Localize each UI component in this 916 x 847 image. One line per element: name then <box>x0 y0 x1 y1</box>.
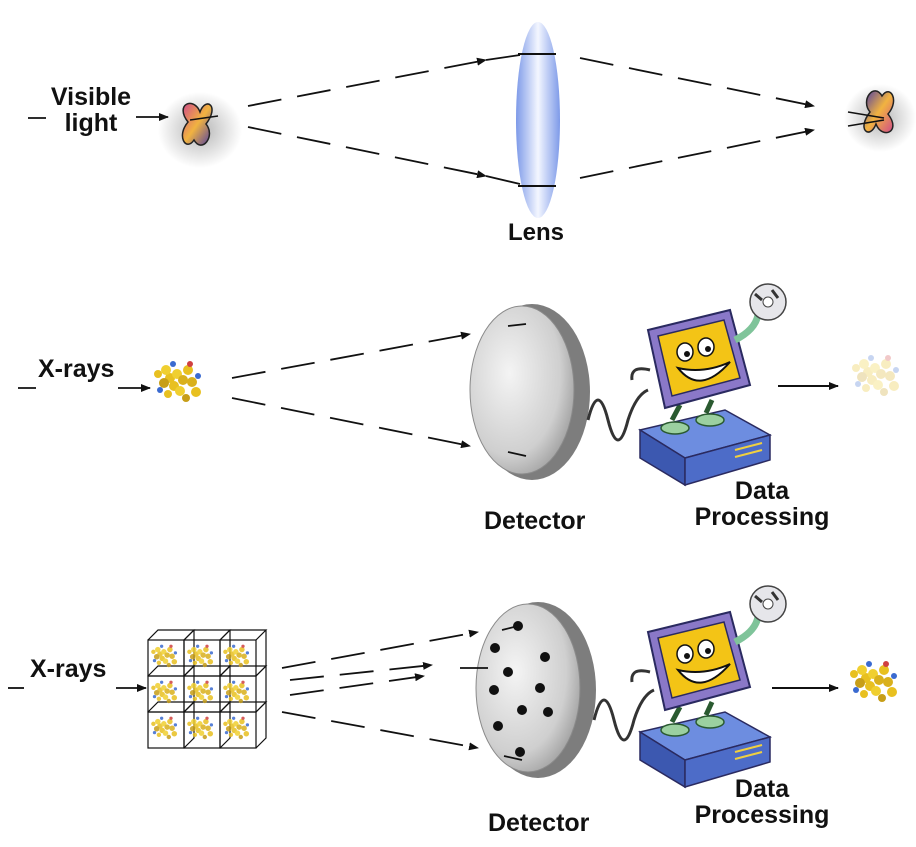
visible-light-label-line1: Visible <box>50 83 132 111</box>
visible-light-label-line2: light <box>64 109 118 138</box>
cartoon-computer-icon <box>632 586 786 787</box>
detector-icon <box>460 602 596 778</box>
diffraction-spots <box>489 621 553 757</box>
xray-crystal-row <box>8 586 897 787</box>
cartoon-computer-icon <box>632 284 786 485</box>
data-processing-label-row2: Data Processing <box>682 478 842 531</box>
protein-molecule-icon <box>154 361 201 402</box>
xray-single-row <box>18 284 899 485</box>
crystal-lattice-icon <box>147 629 267 749</box>
optical-row <box>28 22 916 218</box>
data-processing-line2: Processing <box>694 801 830 830</box>
detector-label-row2: Detector <box>484 507 586 535</box>
visible-light-label: Visible light <box>46 84 136 137</box>
lens-icon <box>516 22 560 218</box>
data-processing-label-row3: Data Processing <box>682 776 842 829</box>
lens-label: Lens <box>508 219 565 246</box>
xray-label-row2: X-rays <box>38 355 115 383</box>
detector-label-row3: Detector <box>488 809 590 837</box>
xray-label-row3: X-rays <box>30 655 107 683</box>
faded-molecule-icon <box>852 355 899 396</box>
data-processing-line1: Data <box>734 775 790 803</box>
data-processing-line1: Data <box>734 477 790 505</box>
butterfly-icon <box>181 102 219 146</box>
detector-icon <box>469 304 590 480</box>
data-processing-line2: Processing <box>694 503 830 532</box>
protein-molecule-icon <box>850 661 897 702</box>
